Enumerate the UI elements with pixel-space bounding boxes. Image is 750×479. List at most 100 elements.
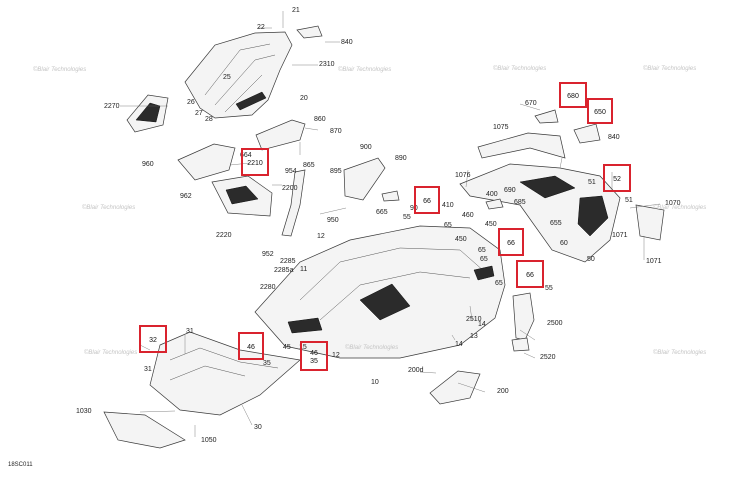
callout-52: 52 (613, 176, 621, 183)
callout-label: 2280 (260, 284, 276, 291)
callout-label: 655 (550, 220, 562, 227)
callout-label: 1070 (665, 200, 681, 207)
callout-label: 51 (588, 179, 596, 186)
part-670 (534, 109, 559, 124)
highlight-box-52[interactable]: 52 (603, 164, 631, 192)
part-1075 (477, 132, 566, 159)
callout-label: 22 (257, 24, 265, 31)
callout-label: 55 (545, 285, 553, 292)
part-860 (255, 119, 306, 151)
callout-label: 900 (360, 144, 372, 151)
callout-label: 2220 (216, 232, 232, 239)
callout-label: 685 (514, 199, 526, 206)
callout-label: 65 (495, 280, 503, 287)
watermark: ©Blair Technologies (33, 67, 87, 73)
callout-label: 2270 (104, 103, 120, 110)
callout-label: 1030 (76, 408, 92, 415)
callout-label: 2200 (282, 185, 298, 192)
callout-label: 200d (408, 367, 424, 374)
callout-label: 840 (341, 39, 353, 46)
watermark: ©Blair Technologies (493, 66, 547, 72)
callout-label: 45 (283, 344, 291, 351)
watermark: ©Blair Technologies (345, 345, 399, 351)
watermark: ©Blair Technologies (653, 350, 707, 356)
callout-label: 1071 (646, 258, 662, 265)
callout-2210: 2210 (247, 160, 263, 167)
callout-label: 27 (195, 110, 203, 117)
part-1030 (103, 411, 186, 449)
highlight-box-46-35[interactable]: 46 35 (300, 341, 328, 371)
callout-label: 11 (300, 266, 308, 273)
watermark: ©Blair Technologies (643, 66, 697, 72)
callout-label: 1071 (612, 232, 628, 239)
callout-label: 25 (223, 74, 231, 81)
callout-66: 66 (526, 272, 534, 279)
callout-label: 890 (395, 155, 407, 162)
callout-label: 28 (205, 116, 213, 123)
watermark: ©Blair Technologies (653, 205, 707, 211)
callout-label: 954 (285, 168, 297, 175)
callout-label: 90 (410, 205, 418, 212)
highlight-box-2210[interactable]: 2210 (241, 148, 269, 176)
callout-label: 2285 (280, 258, 296, 265)
callout-label: 962 (180, 193, 192, 200)
callout-label: 12 (332, 352, 340, 359)
highlight-box-32[interactable]: 32 (139, 325, 167, 353)
callout-650: 650 (594, 109, 606, 116)
callout-66: 66 (423, 198, 431, 205)
callout-label: 65 (478, 247, 486, 254)
part-960 (177, 143, 236, 181)
callout-680: 680 (567, 93, 579, 100)
callout-label: 1075 (493, 124, 509, 131)
callout-label: 21 (292, 7, 300, 14)
callout-66: 66 (507, 240, 515, 247)
callout-label: 12 (317, 233, 325, 240)
part-1076 (459, 163, 621, 263)
callout-label: 450 (485, 221, 497, 228)
highlight-box-650[interactable]: 650 (587, 98, 613, 124)
callout-label: 2520 (540, 354, 556, 361)
watermark: ©Blair Technologies (82, 205, 136, 211)
callout-label: 895 (330, 168, 342, 175)
part-1070 (635, 204, 665, 241)
callout-label: 2500 (547, 320, 563, 327)
highlight-box-66-mid[interactable]: 66 (498, 228, 524, 256)
callout-label: 200 (497, 388, 509, 395)
watermark: ©Blair Technologies (338, 67, 392, 73)
callout-label: 410 (442, 202, 454, 209)
callout-label: 14 (455, 341, 463, 348)
part-840-right (573, 123, 601, 144)
callout-label: 1050 (201, 437, 217, 444)
callout-label: 26 (187, 99, 195, 106)
callout-label: 2285a (274, 267, 294, 274)
callout-label: 960 (142, 161, 154, 168)
callout-label: 60 (560, 240, 568, 247)
highlight-box-46-left[interactable]: 46 (238, 332, 264, 360)
callout-label: 30 (254, 424, 262, 431)
callout-label: 65 (444, 222, 452, 229)
part-200 (429, 370, 481, 405)
highlight-box-66-low[interactable]: 66 (516, 260, 544, 288)
highlight-box-66-top[interactable]: 66 (414, 186, 440, 214)
diagram-code: 18SC011 (8, 462, 33, 468)
callout-32: 32 (149, 337, 157, 344)
part-front-nose (149, 331, 301, 416)
watermark: ©Blair Technologies (84, 350, 138, 356)
callout-label: 31 (186, 328, 194, 335)
part-895 (343, 157, 386, 201)
callout-label: 950 (327, 217, 339, 224)
callout-label: 870 (330, 128, 342, 135)
callout-label: 865 (303, 162, 315, 169)
callout-label: 20 (300, 95, 308, 102)
callout-label: 1076 (455, 172, 471, 179)
callout-35: 35 (310, 358, 318, 365)
part-954 (281, 169, 306, 237)
callout-label: 840 (608, 134, 620, 141)
part-400 (485, 198, 504, 210)
callout-label: 14 (478, 321, 486, 328)
callout-label: 665 (376, 209, 388, 216)
highlight-box-680[interactable]: 680 (559, 82, 587, 108)
callout-46: 46 (247, 344, 255, 351)
